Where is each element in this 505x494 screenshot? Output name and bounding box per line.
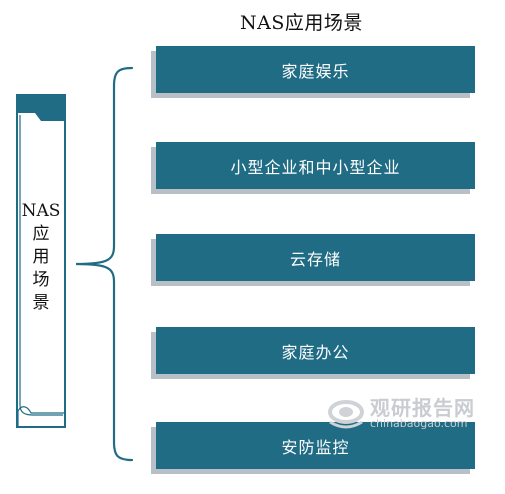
root-label-line-3: 用 (32, 247, 50, 267)
scenario-box-small-business: 小型企业和中小型企业 (156, 142, 475, 189)
scenario-label: 云存储 (289, 249, 341, 269)
scenario-label: 家庭娱乐 (281, 61, 350, 81)
diagram-title: NAS应用场景 (240, 12, 363, 34)
scenario-box-home-office: 家庭办公 (156, 327, 475, 374)
watermark: 观研报告网 chinabaogao.com (320, 392, 490, 436)
curly-bracket-connector (75, 66, 134, 462)
scenario-box-security-monitoring: 安防监控 (156, 422, 475, 469)
watermark-url-text: chinabaogao.com (370, 417, 468, 430)
scenario-label: 小型企业和中小型企业 (230, 157, 401, 177)
watermark-brand-text: 观研报告网 (370, 396, 475, 420)
root-label-line-1: NAS (21, 201, 61, 221)
scenario-box-cloud-storage: 云存储 (156, 234, 475, 281)
scenario-label: 安防监控 (281, 437, 350, 457)
root-node-label: NAS 应 用 场 景 (15, 200, 67, 315)
root-label-line-5: 景 (32, 293, 50, 313)
root-label-line-2: 应 (32, 224, 50, 244)
scenario-label: 家庭办公 (281, 342, 350, 362)
scenario-box-home-entertainment: 家庭娱乐 (156, 46, 475, 93)
root-label-line-4: 场 (32, 270, 50, 290)
root-node-panel (16, 94, 66, 428)
watermark-logo-icon (328, 400, 364, 429)
